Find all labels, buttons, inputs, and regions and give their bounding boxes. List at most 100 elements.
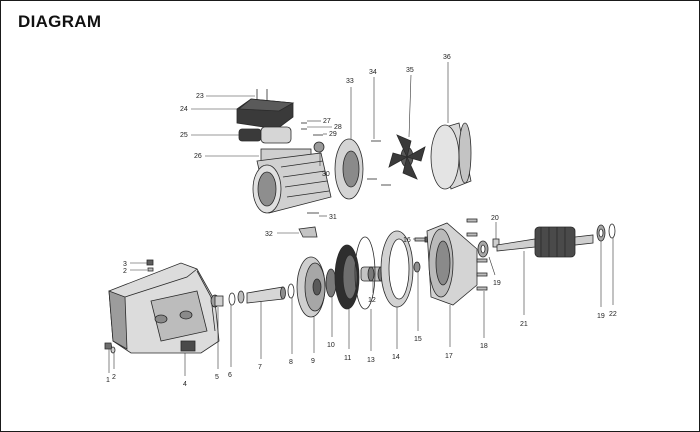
- callout-28: 28: [307, 124, 342, 131]
- rotor-shaft: [496, 226, 594, 258]
- callout-16: 16: [403, 237, 415, 244]
- tie-rod-screws: [367, 140, 391, 186]
- callout-29: 29: [323, 131, 337, 138]
- callout-1: 1: [106, 349, 110, 384]
- callout-18: 18: [480, 291, 488, 350]
- callout-11: 11: [344, 309, 351, 362]
- drain-plug: [104, 342, 116, 354]
- callout-6: 6: [228, 305, 232, 379]
- svg-text:7: 7: [258, 364, 262, 371]
- svg-text:29: 29: [329, 131, 337, 138]
- callout-36: 36: [443, 54, 451, 123]
- callout-2: 2: [112, 353, 116, 381]
- svg-text:15: 15: [414, 336, 422, 343]
- callout-19b: 19: [597, 241, 605, 320]
- venturi-tube: [246, 286, 286, 304]
- svg-text:27: 27: [323, 118, 331, 125]
- bracket-bolts: [466, 218, 488, 291]
- o-ring-diffuser: [287, 283, 295, 299]
- cooling-fan: [388, 134, 426, 180]
- callout-24: 24: [180, 106, 241, 113]
- rear-bearing-cover: [334, 138, 364, 200]
- svg-text:5: 5: [215, 374, 219, 381]
- callout-17: 17: [445, 305, 453, 360]
- svg-text:1: 1: [106, 377, 110, 384]
- callout-30: 30: [319, 152, 330, 178]
- impeller: [325, 268, 337, 298]
- mechanical-seal: [360, 266, 385, 282]
- callout-27: 27: [307, 118, 331, 125]
- callout-19a: 19: [488, 256, 501, 287]
- svg-text:4: 4: [183, 381, 187, 388]
- svg-text:18: 18: [480, 343, 488, 350]
- part-drawings: [104, 89, 616, 354]
- svg-text:6: 6: [228, 372, 232, 379]
- callout-33: 33: [346, 78, 354, 139]
- casing-gasket: [380, 230, 414, 308]
- svg-text:32: 32: [265, 231, 273, 238]
- svg-text:11: 11: [344, 355, 351, 362]
- callout-35: 35: [406, 67, 414, 138]
- callout-4: 4: [183, 353, 187, 388]
- cable-gland: [313, 141, 325, 153]
- flange-bolt: [414, 236, 429, 243]
- callout-22: 22: [609, 238, 617, 318]
- svg-text:20: 20: [491, 215, 499, 222]
- svg-text:14: 14: [392, 354, 400, 361]
- wave-washer: [608, 223, 616, 239]
- callout-8: 8: [289, 298, 293, 366]
- callout-15: 15: [414, 272, 422, 343]
- o-ring-casing: [354, 236, 376, 310]
- svg-text:2: 2: [112, 374, 116, 381]
- capacitor: [238, 126, 292, 144]
- svg-text:17: 17: [445, 353, 453, 360]
- svg-text:16: 16: [403, 237, 411, 244]
- callout-20: 20: [491, 215, 499, 239]
- callout-13: 13: [367, 309, 375, 364]
- svg-text:23: 23: [196, 93, 204, 100]
- cover-screws: [301, 122, 307, 130]
- callout-7: 7: [258, 301, 262, 371]
- venturi-nozzle: [210, 294, 224, 308]
- callout-12: 12: [368, 281, 376, 304]
- bearing-rear: [596, 224, 606, 242]
- svg-text:31: 31: [329, 214, 337, 221]
- o-ring-venturi: [228, 290, 245, 306]
- terminal-box-screws: [256, 89, 268, 101]
- terminal-box-cover: [236, 98, 295, 130]
- svg-text:19: 19: [597, 313, 605, 320]
- callouts: 1 2 3 2 4 5 6: [106, 54, 617, 388]
- callout-5: 5: [215, 307, 219, 381]
- svg-text:10: 10: [327, 342, 335, 349]
- callout-10: 10: [327, 297, 335, 349]
- svg-text:36: 36: [443, 54, 451, 61]
- svg-text:28: 28: [334, 124, 342, 131]
- motor-bracket: [426, 222, 478, 306]
- motor-foot: [298, 226, 318, 238]
- seal-seat: [413, 261, 421, 273]
- priming-plug: [146, 259, 154, 272]
- callout-2b: 2: [123, 268, 147, 275]
- impeller-disk: [334, 244, 360, 310]
- page-title: DIAGRAM: [18, 12, 102, 31]
- svg-text:3: 3: [123, 261, 127, 268]
- svg-text:22: 22: [609, 311, 617, 318]
- svg-text:24: 24: [180, 106, 188, 113]
- callout-25: 25: [180, 132, 239, 139]
- callout-21: 21: [520, 251, 528, 328]
- svg-text:8: 8: [289, 359, 293, 366]
- bearing-front: [477, 240, 489, 258]
- callout-34: 34: [369, 69, 377, 139]
- svg-text:2: 2: [123, 268, 127, 275]
- svg-text:9: 9: [311, 358, 315, 365]
- svg-text:33: 33: [346, 78, 354, 85]
- svg-text:34: 34: [369, 69, 377, 76]
- motor-housing: [252, 148, 332, 214]
- svg-text:35: 35: [406, 67, 414, 74]
- callout-14: 14: [392, 307, 400, 361]
- fan-cover: [430, 122, 472, 190]
- svg-text:30: 30: [322, 171, 330, 178]
- diffuser-plate: [296, 256, 326, 318]
